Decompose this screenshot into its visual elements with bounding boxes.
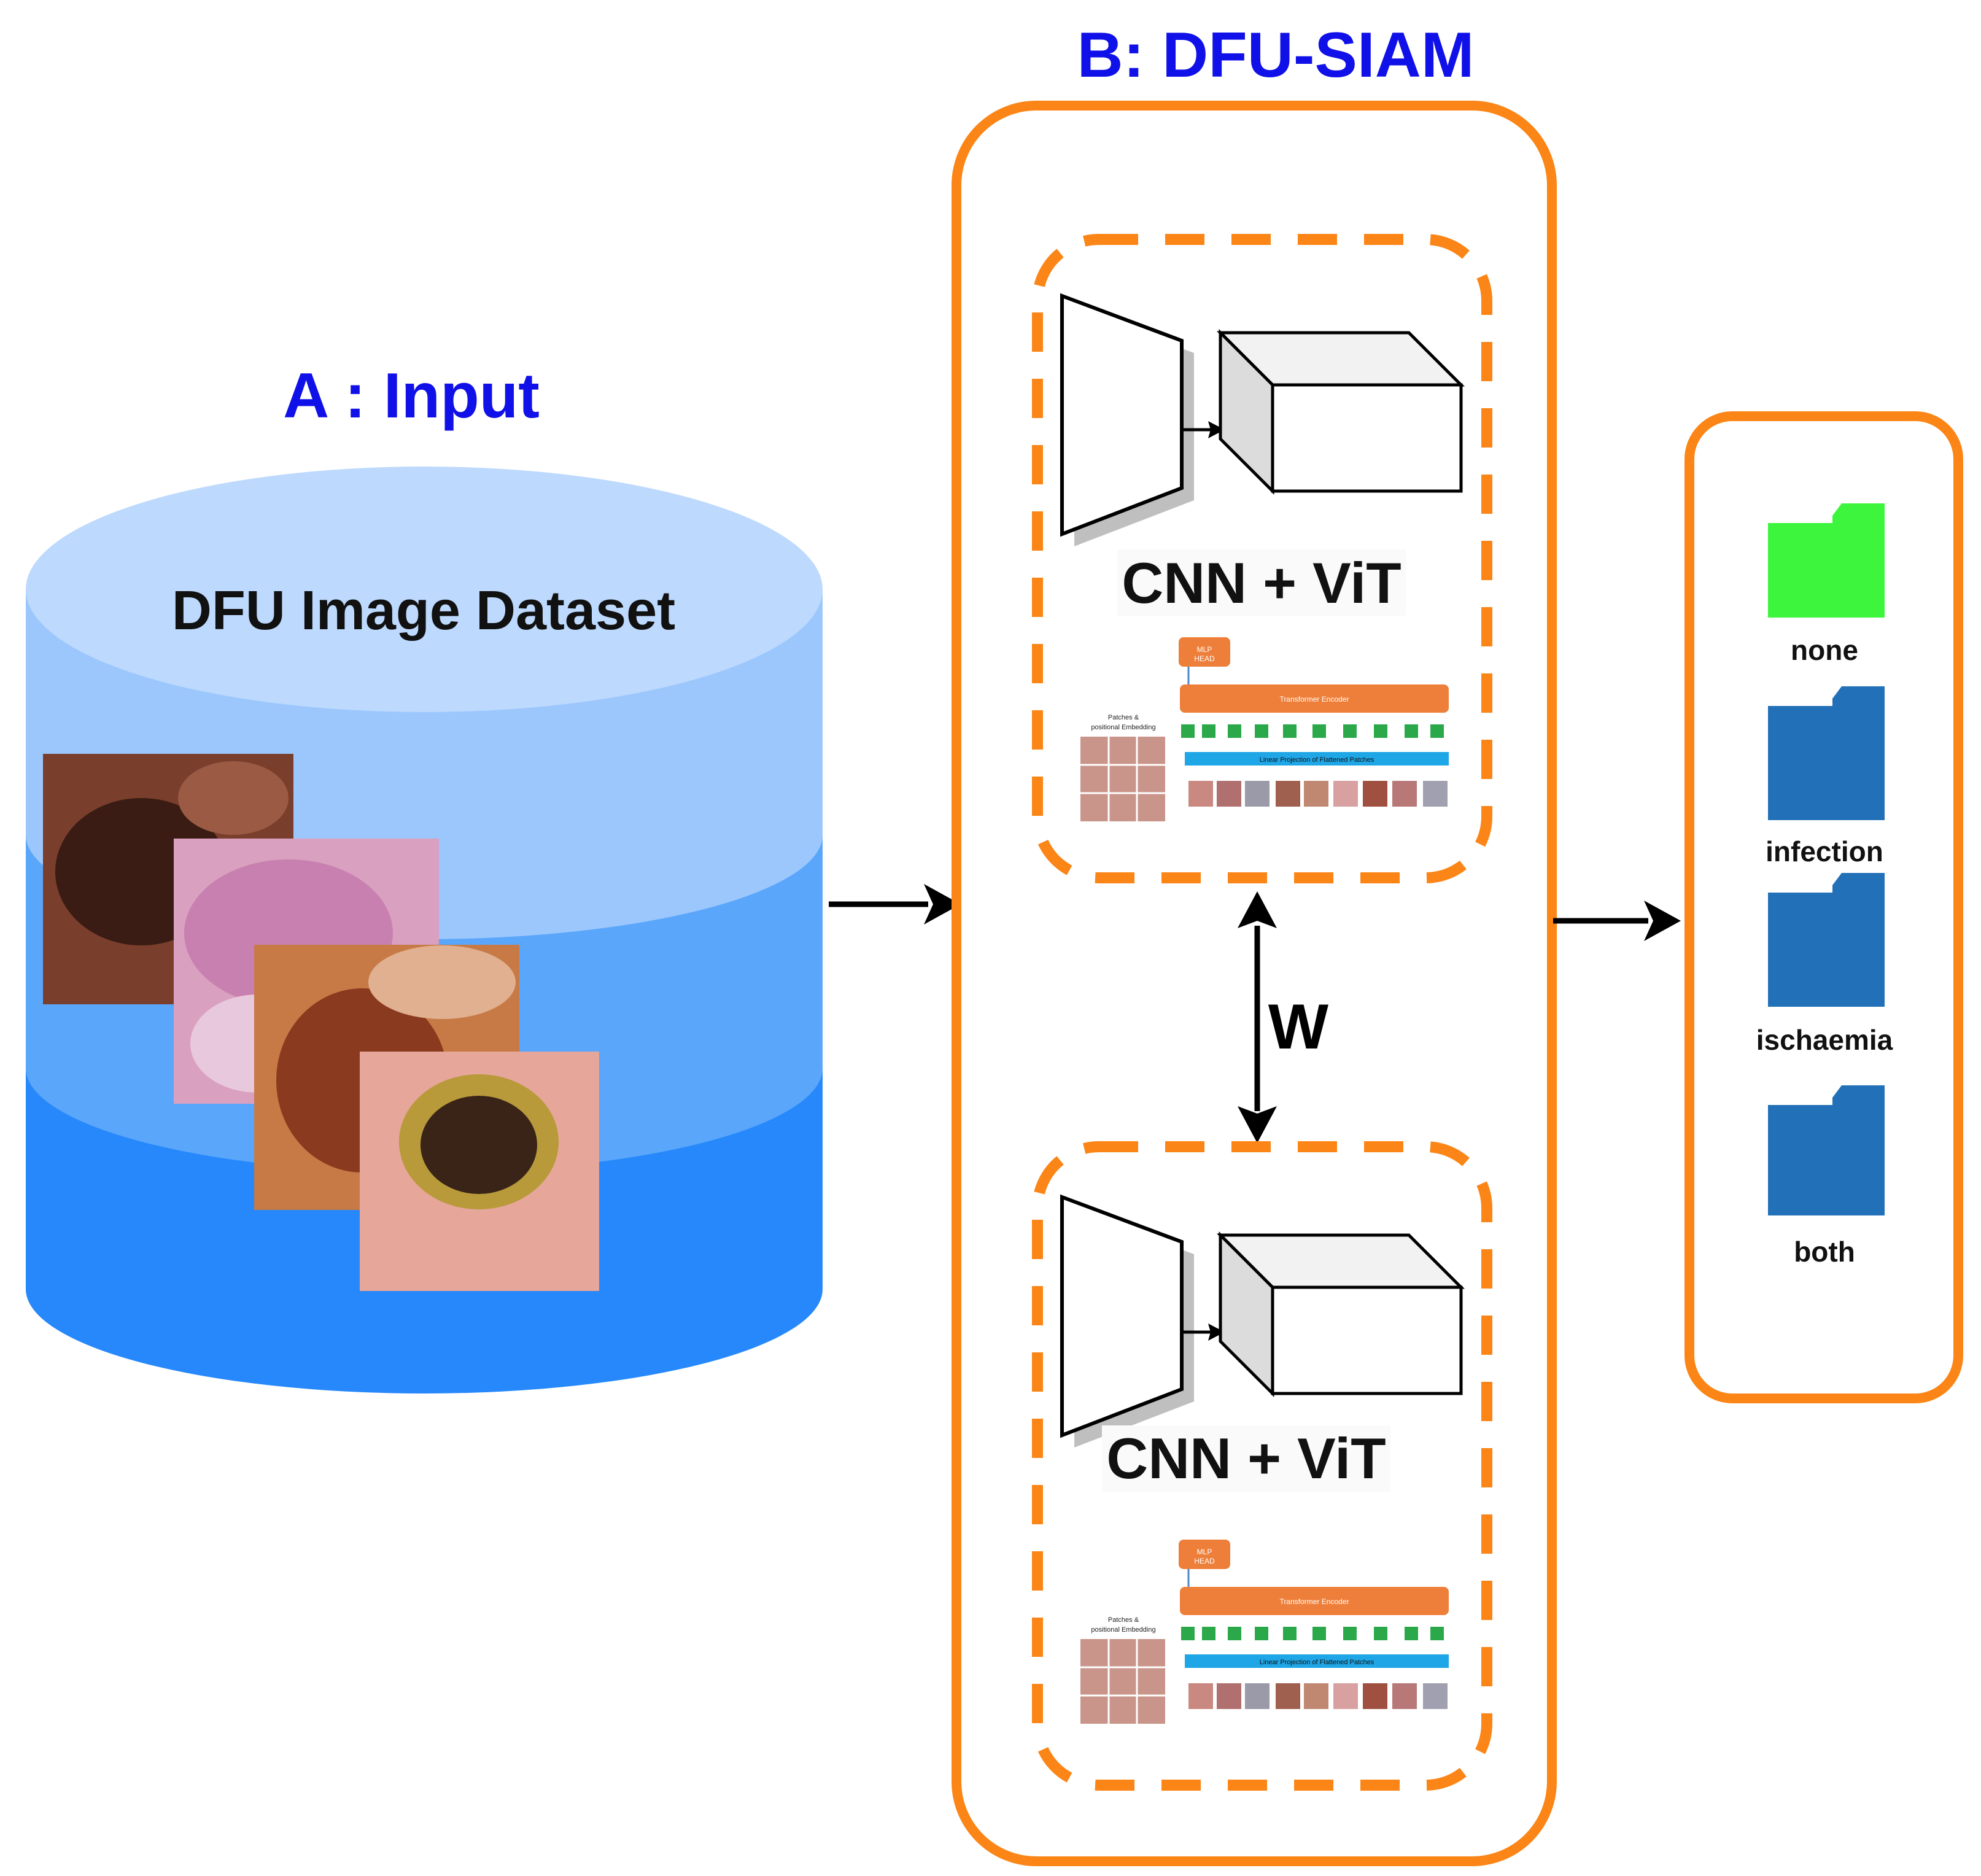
wound-photo-4 xyxy=(360,1052,599,1291)
flattened-patches xyxy=(1188,1683,1448,1709)
transformer-encoder-box xyxy=(1180,1587,1449,1615)
class-both: both xyxy=(1768,1085,1885,1268)
transformer-encoder-box xyxy=(1180,684,1449,713)
linear-projection-box xyxy=(1185,1654,1449,1668)
branch-lower: CNN + ViT MLP HEAD Transformer Encoder P… xyxy=(1032,1141,1492,1791)
patch-tokens xyxy=(1181,1627,1444,1640)
dataset-label: DFU Image Dataset xyxy=(172,580,675,641)
flattened-patches xyxy=(1188,781,1448,807)
cnn-encoder-icon xyxy=(1060,1194,1194,1448)
feature-cube-icon xyxy=(1216,328,1465,495)
model-container xyxy=(952,101,1557,1866)
shared-weights-arrow-head-bottom xyxy=(1238,1106,1277,1143)
dataset-sample-images xyxy=(43,754,599,1291)
class-none: none xyxy=(1768,503,1885,666)
linear-projection-label: Linear Projection of Flattened Patches xyxy=(1260,756,1374,764)
feature-cube-icon xyxy=(1216,1231,1465,1398)
class-label-ischaemia: ischaemia xyxy=(1756,1024,1893,1056)
shared-weights-arrow-head-top xyxy=(1238,891,1277,928)
svg-text:HEAD: HEAD xyxy=(1194,1557,1215,1565)
svg-text:HEAD: HEAD xyxy=(1194,654,1215,663)
output-container xyxy=(1684,411,1963,1403)
feature-arrow-head xyxy=(1208,421,1225,438)
branch-lower-label: CNN + ViT xyxy=(1106,1426,1386,1490)
branch-upper-border xyxy=(1032,234,1492,883)
folder-icon-both xyxy=(1768,1085,1885,1215)
mlp-head-label: MLP xyxy=(1197,1548,1212,1556)
cnn-encoder-icon xyxy=(1060,293,1194,546)
class-label-none: none xyxy=(1791,634,1858,666)
linear-projection-box xyxy=(1185,752,1449,766)
patches-caption: Patches & xyxy=(1108,1616,1139,1624)
patch-tokens xyxy=(1181,724,1444,738)
svg-text:positional Embedding: positional Embedding xyxy=(1091,724,1155,731)
input-patch-grid xyxy=(1080,737,1165,821)
cylinder-top-cap xyxy=(26,467,823,712)
linear-projection-label: Linear Projection of Flattened Patches xyxy=(1260,1659,1374,1666)
transformer-encoder-label: Transformer Encoder xyxy=(1280,695,1349,704)
class-infection: infection xyxy=(1766,686,1885,867)
mlp-head-box xyxy=(1179,1540,1230,1569)
shared-weights-label: W xyxy=(1268,991,1329,1063)
folder-icon-infection xyxy=(1768,686,1885,820)
section-b-title: B: DFU-SIAM xyxy=(1077,20,1474,91)
section-a-title: A : Input xyxy=(283,360,540,432)
arrow-input-to-model-head xyxy=(924,884,961,924)
class-ischaemia: ischaemia xyxy=(1756,873,1893,1056)
svg-text:positional Embedding: positional Embedding xyxy=(1091,1626,1155,1634)
arrow-model-to-output-head xyxy=(1644,901,1681,941)
class-label-both: both xyxy=(1794,1236,1855,1268)
vit-schematic-upper: MLP HEAD Transformer Encoder Patches & p… xyxy=(1080,637,1449,821)
input-patch-grid xyxy=(1080,1639,1165,1724)
feature-arrow-head xyxy=(1208,1324,1225,1341)
mlp-head-box xyxy=(1179,637,1230,667)
branch-lower-border xyxy=(1032,1141,1492,1791)
folder-icon-none xyxy=(1768,503,1885,618)
class-label-infection: infection xyxy=(1766,835,1883,867)
branch-upper: CNN + ViT MLP HEAD Transformer Encoder P… xyxy=(1032,234,1492,883)
vit-schematic-lower: MLP HEAD Transformer Encoder Patches & p… xyxy=(1080,1540,1449,1724)
folder-icon-ischaemia xyxy=(1768,873,1885,1007)
branch-upper-label: CNN + ViT xyxy=(1122,551,1401,615)
patches-caption: Patches & xyxy=(1108,714,1139,721)
transformer-encoder-label: Transformer Encoder xyxy=(1280,1597,1349,1606)
mlp-head-label: MLP xyxy=(1197,645,1212,654)
